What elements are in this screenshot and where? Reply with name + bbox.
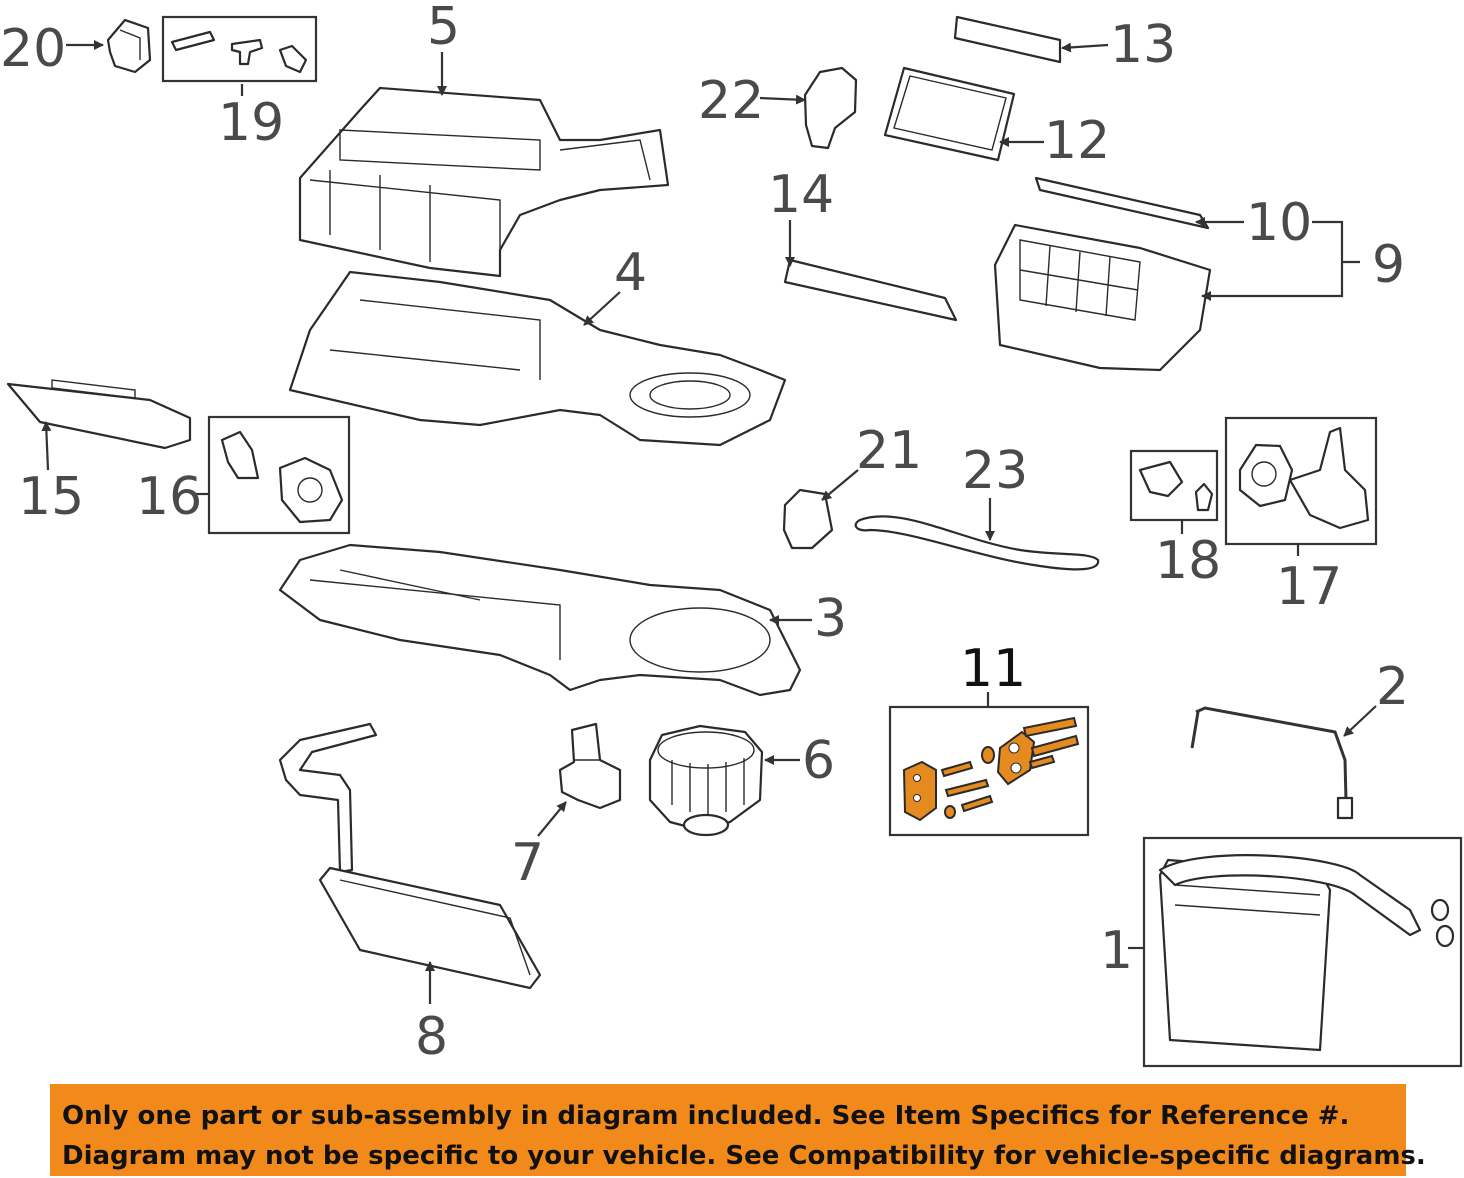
part-12-cabin-filter	[883, 66, 1016, 162]
part-16-kit	[207, 415, 351, 535]
part-6-blower-motor	[648, 724, 764, 837]
callout-9: 9	[1372, 235, 1405, 295]
callout-3: 3	[814, 589, 847, 649]
part-7-resistor	[558, 722, 622, 810]
part-1-evaporator	[1142, 836, 1463, 1068]
part-2-sensor	[1190, 706, 1354, 820]
disclaimer-banner: Only one part or sub-assembly in diagram…	[50, 1084, 1426, 1176]
callout-18: 18	[1155, 531, 1221, 591]
disclaimer-line-2: Diagram may not be specific to your vehi…	[62, 1141, 1426, 1171]
part-21-actuator	[782, 488, 834, 550]
callout-5: 5	[427, 0, 460, 57]
part-5-upper-housing	[298, 86, 670, 278]
part-9-intake-housing	[993, 223, 1212, 372]
callout-20: 20	[0, 19, 66, 79]
callout-6: 6	[802, 731, 835, 791]
callout-8: 8	[415, 1007, 448, 1067]
part-22-actuator	[803, 66, 858, 150]
part-10-seal	[1034, 176, 1210, 230]
callout-14: 14	[768, 165, 834, 225]
part-15-duct	[6, 379, 192, 450]
callout-15: 15	[18, 467, 84, 527]
callout-1: 1	[1100, 921, 1133, 981]
callout-17: 17	[1276, 557, 1342, 617]
part-4-lower-housing	[288, 270, 787, 447]
leader-lines	[41, 40, 1377, 1004]
callout-23: 23	[962, 441, 1028, 501]
part-20-actuator	[106, 18, 152, 74]
part-18-kit	[1129, 449, 1219, 522]
callout-19: 19	[218, 93, 284, 153]
part-8-heater-core	[278, 722, 542, 990]
callout-4: 4	[614, 243, 647, 303]
part-19-kit	[161, 15, 318, 83]
callout-2: 2	[1376, 657, 1409, 717]
callout-labels: 20 19 5 4 15 16 3 6 7 8 22 13 12 14 10 9…	[0, 0, 1409, 1067]
part-14-seal	[783, 258, 958, 322]
disclaimer-line-1: Only one part or sub-assembly in diagram…	[62, 1101, 1350, 1131]
part-13-filter-cover	[953, 15, 1062, 64]
callout-13: 13	[1110, 15, 1176, 75]
callout-22: 22	[698, 71, 764, 131]
callout-10: 10	[1246, 193, 1312, 253]
callout-16: 16	[136, 467, 202, 527]
part-17-kit	[1224, 416, 1378, 546]
callout-21: 21	[856, 421, 922, 481]
callout-7: 7	[511, 833, 544, 893]
part-11-expansion-valve-kit	[888, 705, 1090, 837]
part-3-distribution-housing	[278, 543, 802, 697]
callout-11: 11	[960, 639, 1026, 699]
part-23-hose	[854, 515, 1100, 571]
callout-12: 12	[1044, 111, 1110, 171]
